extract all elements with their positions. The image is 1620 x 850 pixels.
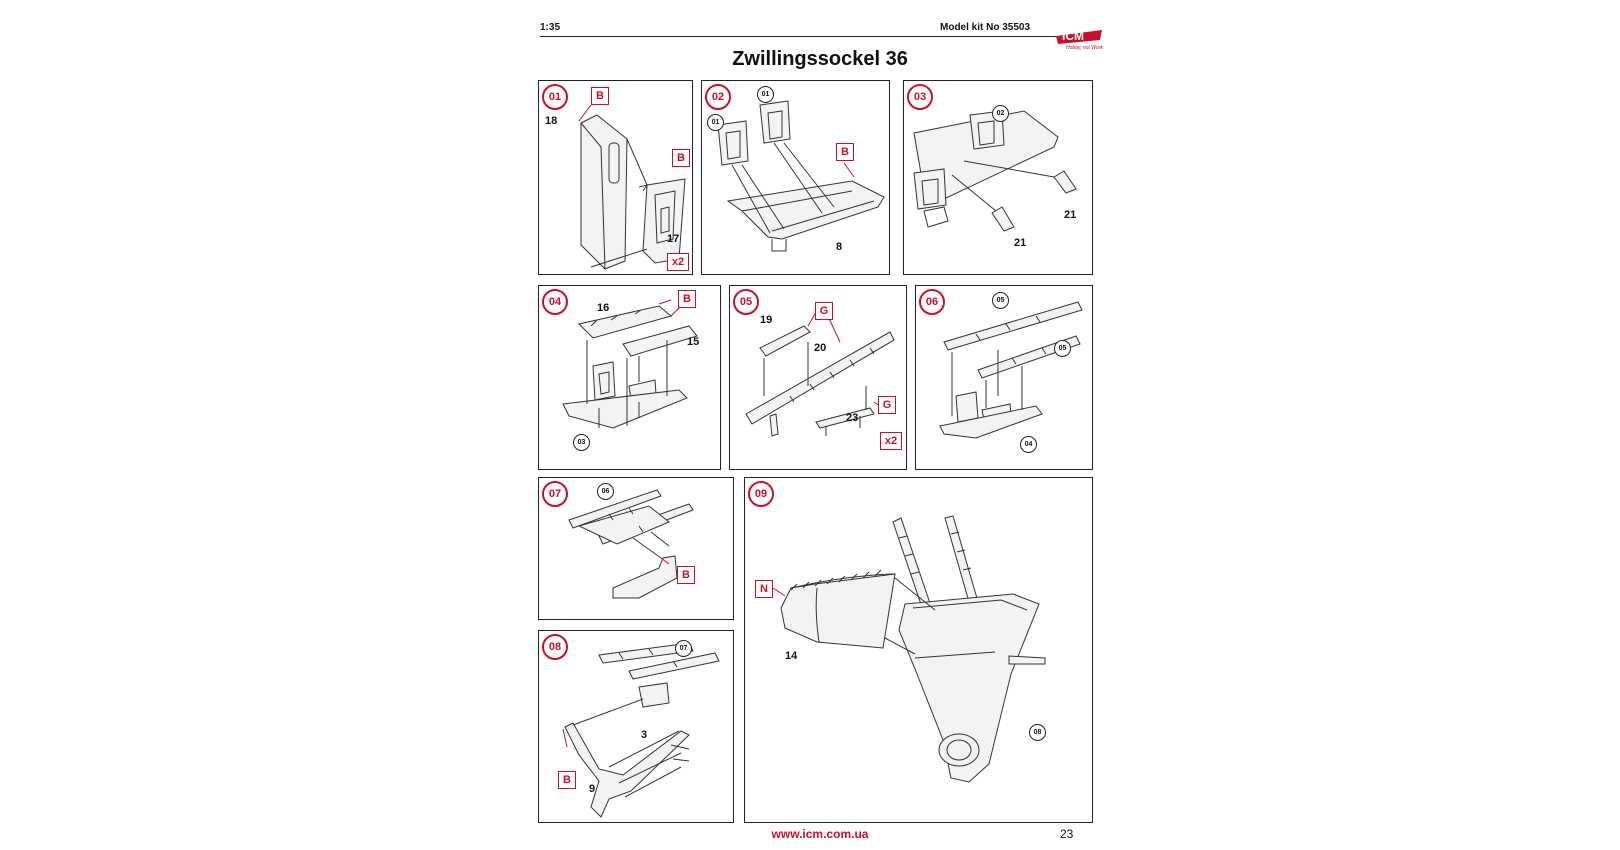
sprue-g-label: G	[815, 302, 833, 320]
quantity-badge: x2	[880, 432, 902, 450]
part-number: 19	[760, 314, 773, 326]
page-title: Zwillingssockel 36	[732, 48, 908, 70]
step-reference-circle: 05	[992, 292, 1009, 309]
sprue-b-label: B	[836, 143, 854, 161]
sprue-b-label: B	[558, 771, 576, 789]
step-number: 09	[748, 481, 774, 507]
step-reference-circle: 07	[675, 640, 692, 657]
step-number: 05	[733, 289, 759, 315]
step-04-drawing	[562, 299, 698, 429]
step-reference-circle: 08	[1029, 724, 1046, 741]
step-number: 03	[907, 84, 933, 110]
icm-logo-icon: ICM Hobby, not Work	[1056, 29, 1103, 50]
part-number: 18	[545, 115, 558, 127]
header-divider	[540, 36, 1068, 37]
step-reference-circle: 06	[597, 483, 614, 500]
part-number: 9	[589, 783, 596, 795]
step-03-drawing	[913, 110, 1077, 232]
step-08-drawing	[562, 642, 720, 818]
step-reference-circle: 05	[1054, 340, 1071, 357]
part-number: 8	[836, 241, 843, 253]
step-reference-circle: 01	[757, 86, 774, 103]
quantity-badge: x2	[667, 253, 689, 271]
step-01-drawing	[578, 104, 686, 270]
part-number: 3	[641, 729, 648, 741]
step-09-panel: 09 N 14 08	[744, 477, 1093, 823]
part-number: 15	[687, 336, 700, 348]
part-number: 16	[597, 302, 610, 314]
sprue-b-label: B	[677, 566, 695, 584]
step-number: 02	[705, 84, 731, 110]
step-05-panel: 05 G G 19 20 23 x2	[729, 285, 907, 470]
step-number: 06	[919, 289, 945, 315]
step-03-panel: 03 02 21 21	[903, 80, 1093, 275]
part-number: 21	[1014, 237, 1027, 249]
step-reference-circle: 04	[1020, 436, 1037, 453]
part-number: 14	[785, 650, 798, 662]
step-01-panel: 01 B B 18 17 x2	[538, 80, 693, 275]
part-number: 23	[846, 412, 859, 424]
svg-text:Hobby, not Work: Hobby, not Work	[1066, 45, 1103, 50]
step-reference-circle: 03	[573, 434, 590, 451]
step-06-drawing	[939, 301, 1083, 439]
step-number: 01	[542, 84, 568, 110]
sprue-n-label: N	[755, 580, 773, 598]
scale-label: 1:35	[540, 22, 561, 33]
step-07-panel: 07 06 B	[538, 477, 734, 620]
part-number: 20	[814, 342, 827, 354]
sprue-g-label: G	[878, 396, 896, 414]
step-reference-circle: 01	[707, 114, 724, 131]
sprue-b-label: B	[672, 149, 690, 167]
part-number: 17	[667, 233, 680, 245]
page-number: 23	[1060, 827, 1074, 841]
step-reference-circle: 02	[992, 105, 1009, 122]
step-04-panel: 04 B 16 15 03	[538, 285, 721, 470]
step-02-panel: 02 01 01 B 8	[701, 80, 890, 275]
part-number: 21	[1064, 209, 1077, 221]
footer-website-link[interactable]: www.icm.com.ua	[771, 827, 869, 841]
step-06-panel: 06 05 05 04	[915, 285, 1093, 470]
step-09-drawing	[772, 515, 1046, 783]
kit-number: Model kit No 35503	[940, 22, 1031, 33]
step-07-drawing	[568, 489, 694, 599]
step-05-drawing	[745, 311, 895, 437]
logo-text: ICM	[1062, 29, 1084, 43]
step-number: 04	[542, 289, 568, 315]
sprue-b-label: B	[678, 290, 696, 308]
step-number: 07	[542, 481, 568, 507]
sprue-b-label: B	[591, 87, 609, 105]
step-02-drawing	[717, 100, 885, 252]
step-number: 08	[542, 634, 568, 660]
step-08-panel: 08 07 3 9 B	[538, 630, 734, 823]
